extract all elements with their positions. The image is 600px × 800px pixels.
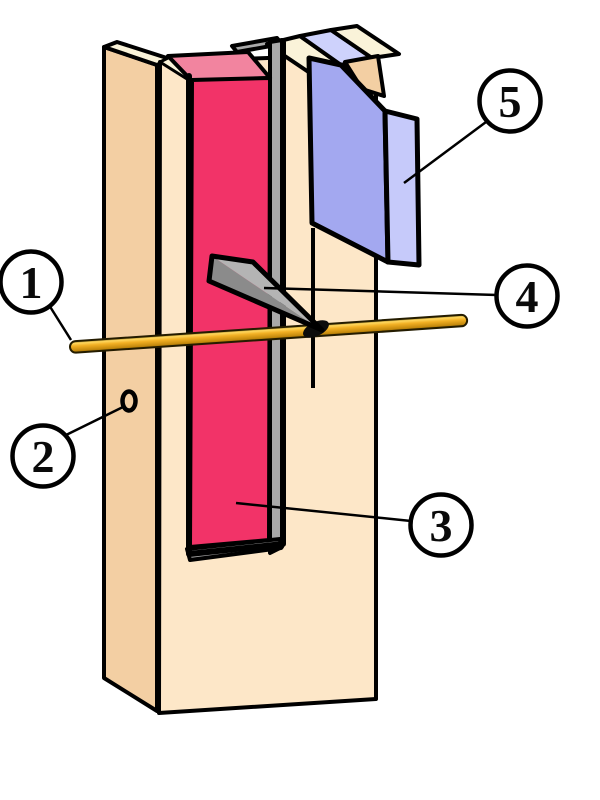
left-wall-side-face — [102, 45, 159, 713]
callout-4-circle — [494, 263, 560, 329]
leader-line-3 — [235, 501, 412, 523]
indicator-rod — [69, 313, 469, 354]
blue-plate-right-edge — [382, 108, 422, 268]
leader-line-1 — [47, 304, 73, 341]
callout-3-label: 3 — [430, 500, 453, 551]
callout-1-label: 1 — [20, 257, 43, 308]
pointer-outline — [206, 253, 325, 333]
callout-2-circle — [10, 423, 76, 489]
callout-5-label: 5 — [499, 76, 522, 127]
pivot-hole — [120, 389, 138, 413]
callout-2: 2 — [10, 423, 76, 489]
callout-5: 5 — [477, 68, 543, 134]
leader-line-5 — [403, 120, 487, 185]
pointer-lower-face — [209, 256, 321, 330]
callout-3-circle — [408, 492, 474, 558]
callout-1: 1 — [0, 249, 64, 315]
callout-4-label: 4 — [516, 271, 539, 322]
pink-column-front-face — [188, 76, 272, 549]
leader-line-4 — [263, 286, 498, 297]
leader-line-2 — [63, 404, 126, 438]
callout-5-circle — [477, 68, 543, 134]
callout-3: 3 — [408, 492, 474, 558]
callout-2-label: 2 — [32, 431, 55, 482]
callout-1-circle — [0, 249, 64, 315]
top-strip-cream-right — [329, 24, 401, 60]
indicator-rod-group — [69, 313, 469, 354]
pointer-upper-face — [212, 256, 321, 330]
callout-4: 4 — [494, 263, 560, 329]
